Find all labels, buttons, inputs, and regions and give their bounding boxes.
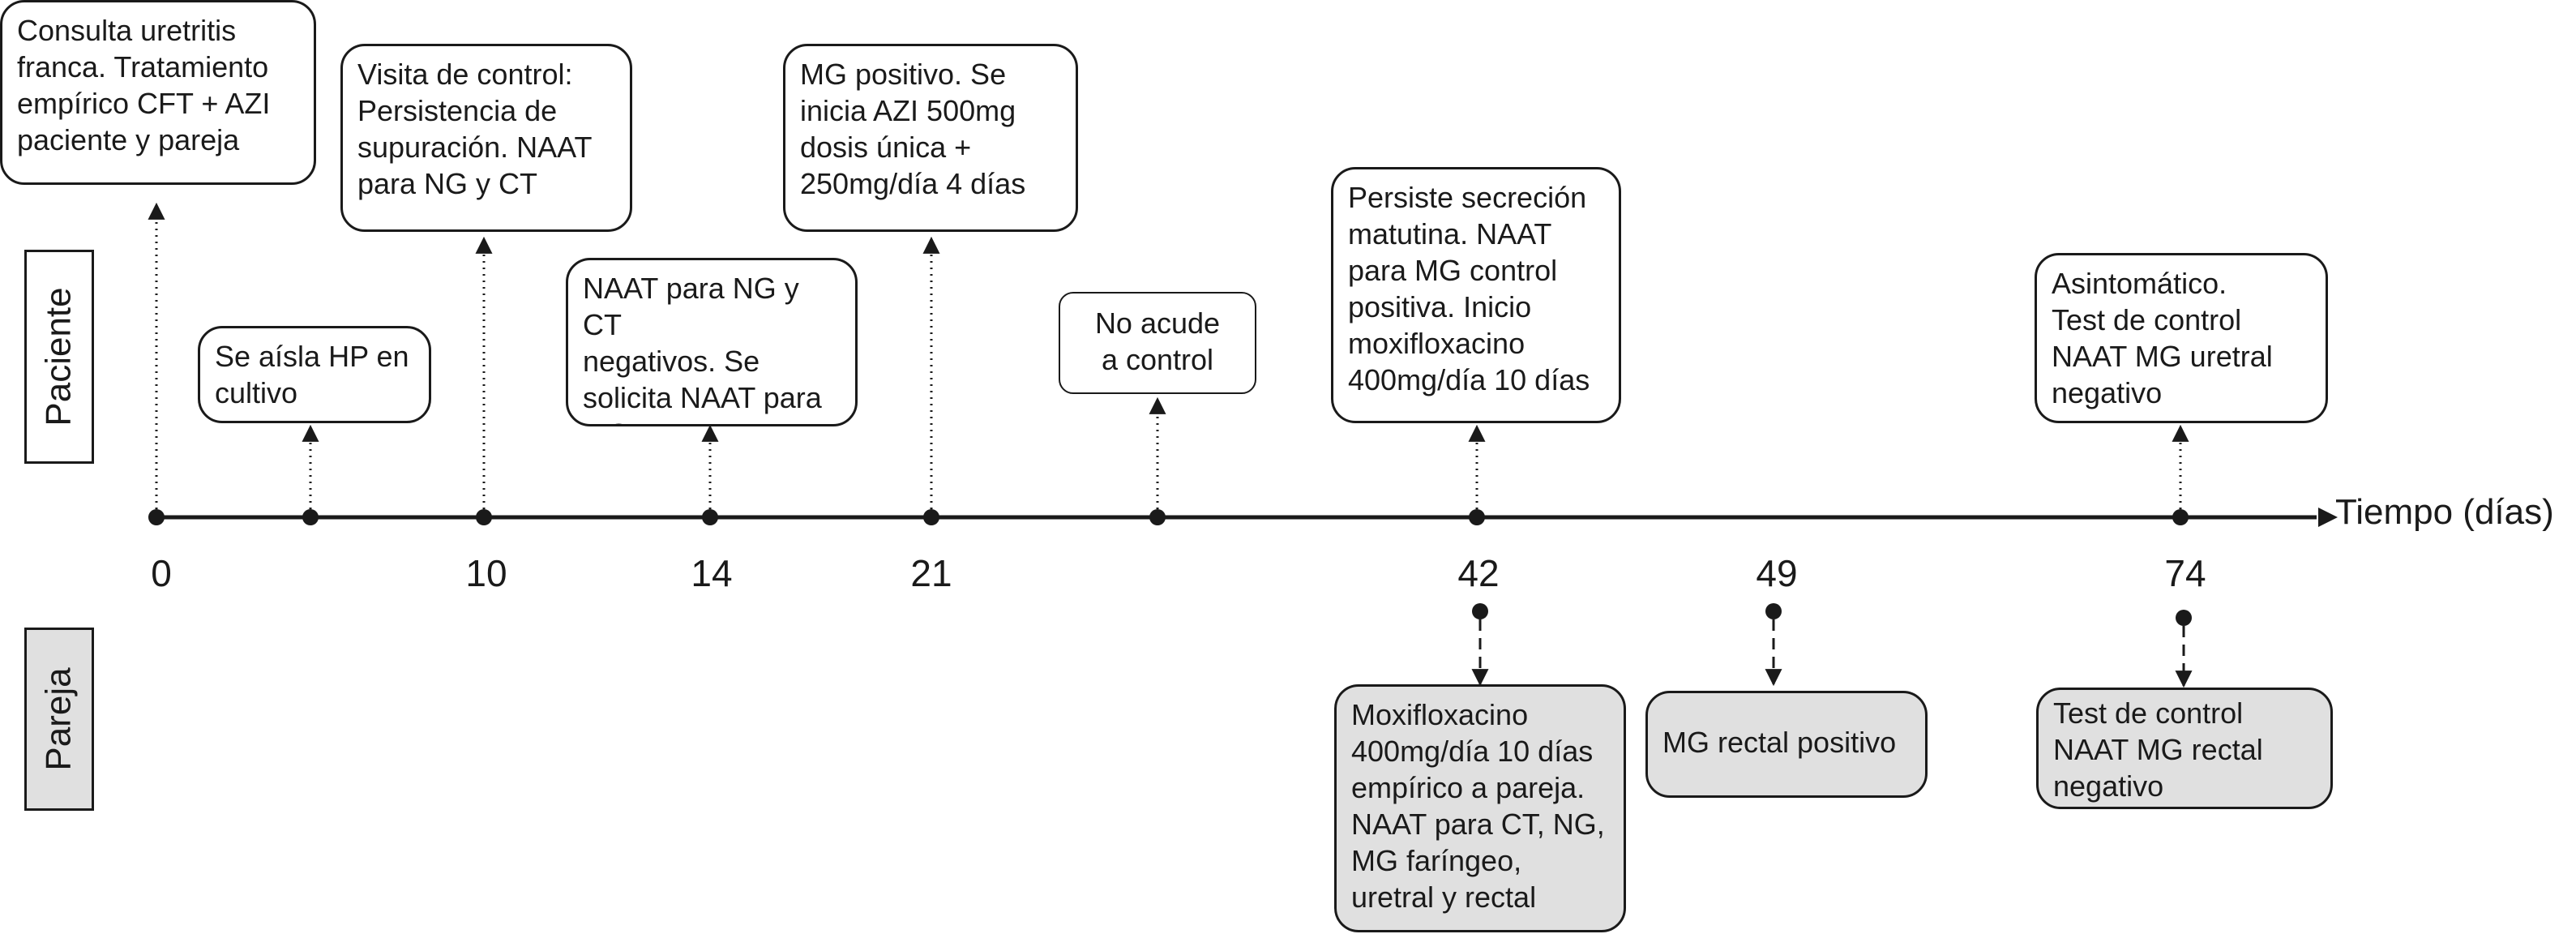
event-box-asymptomatic: Asintomático. Test de control NAAT MG ur… <box>2035 253 2328 423</box>
tick-label-74: 74 <box>2164 552 2206 594</box>
tick-label-10: 10 <box>465 552 507 594</box>
event-box-mg-positive: MG positivo. Se inicia AZI 500mg dosis ú… <box>783 44 1078 232</box>
partner-box-rectal-negative: Test de control NAAT MG rectal negativo <box>2036 688 2333 809</box>
axis-dot-hp <box>302 509 319 525</box>
event-box-naat-negative: NAAT para NG y CT negativos. Se solicita… <box>566 258 858 426</box>
patient-side-label: Paciente <box>24 250 94 464</box>
axis-dot-day-10 <box>476 509 492 525</box>
axis-dot-day-14 <box>702 509 718 525</box>
event-box-hp: Se aísla HP en cultivo <box>198 326 431 423</box>
event-box-no-show: No acude a control <box>1059 292 1256 394</box>
tick-label-42: 42 <box>1457 552 1500 594</box>
axis-dot-no-show <box>1149 509 1166 525</box>
partner-side-text: Pareja <box>39 667 79 771</box>
tick-label-14: 14 <box>691 552 733 594</box>
time-axis-label: Tiempo (días) <box>2335 492 2554 532</box>
event-box-persists: Persiste secreción matutina. NAAT para M… <box>1331 167 1621 423</box>
patient-side-text: Paciente <box>39 287 79 426</box>
axis-dot-day-42 <box>1469 509 1485 525</box>
tick-label-49: 49 <box>1756 552 1798 594</box>
axis-dot-day-21 <box>923 509 939 525</box>
axis-dot-day-74 <box>2172 509 2189 525</box>
partner-box-rectal-positive: MG rectal positivo <box>1645 691 1928 798</box>
tick-label-21: 21 <box>910 552 952 594</box>
event-box-consult: Consulta uretritis franca. Tratamiento e… <box>0 0 316 185</box>
event-box-control-visit: Visita de control: Persistencia de supur… <box>340 44 632 232</box>
partner-side-label: Pareja <box>24 628 94 811</box>
time-axis-arrowhead <box>2318 508 2338 527</box>
partner-dot-day-49 <box>1765 603 1782 619</box>
tick-label-0: 0 <box>151 552 172 594</box>
axis-dot-day-0 <box>148 509 165 525</box>
partner-dot-day-74 <box>2176 610 2192 626</box>
partner-box-moxi: Moxifloxacino 400mg/día 10 días empírico… <box>1334 684 1626 932</box>
partner-dot-day-42 <box>1472 603 1488 619</box>
